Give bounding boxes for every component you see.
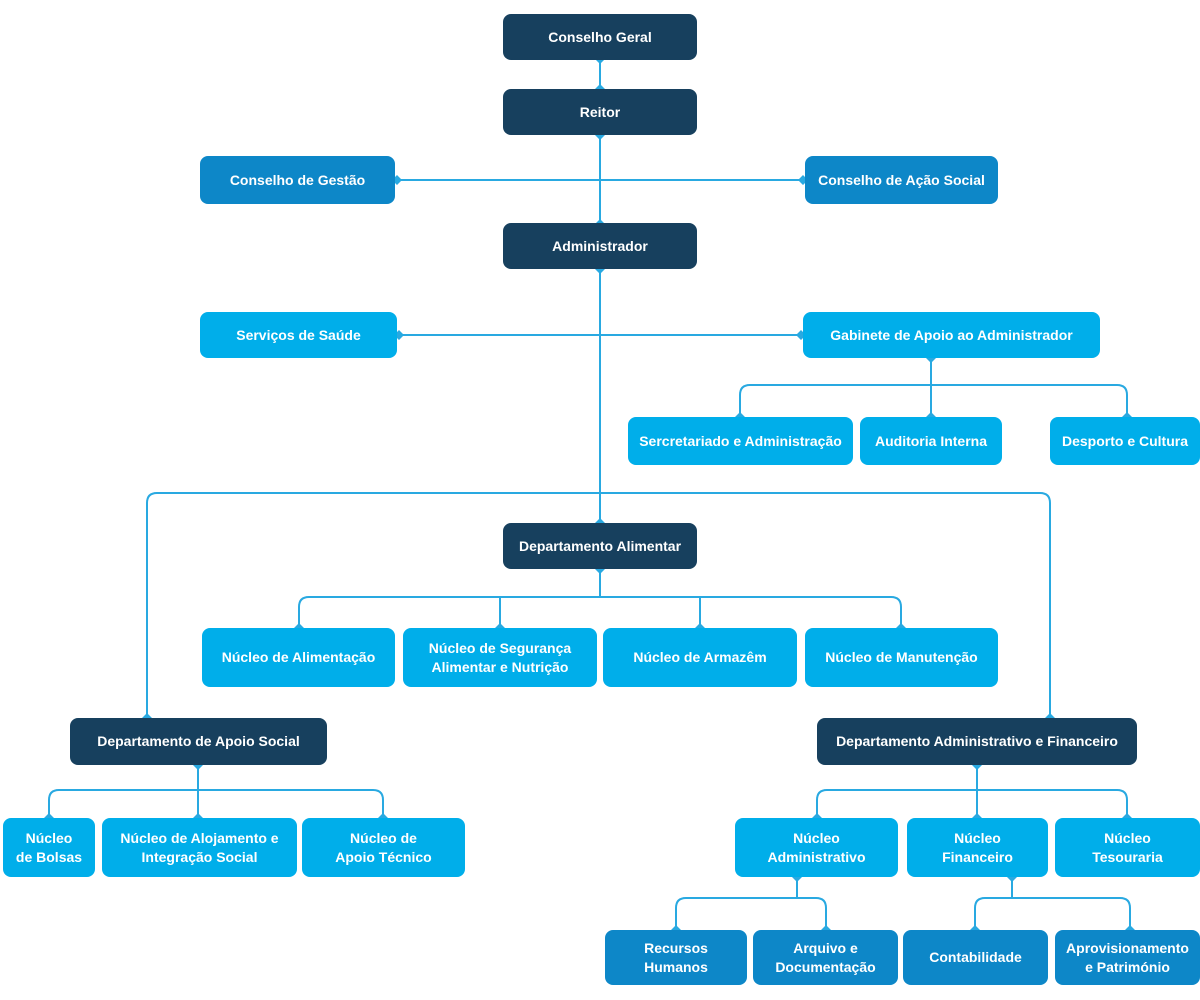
node-conselho-geral: Conselho Geral [503, 14, 697, 60]
node-nucleo-de-armazem: Núcleo de Armazêm [603, 628, 797, 687]
node-administrador: Administrador [503, 223, 697, 269]
node-auditoria-interna: Auditoria Interna [860, 417, 1002, 465]
node-departamento-administrativo-e-financeiro: Departamento Administrativo e Financeiro [817, 718, 1137, 765]
node-departamento-de-apoio-social: Departamento de Apoio Social [70, 718, 327, 765]
node-nucleo-administrativo: Núcleo Administrativo [735, 818, 898, 877]
node-gabinete-de-apoio: Gabinete de Apoio ao Administrador [803, 312, 1100, 358]
node-departamento-alimentar: Departamento Alimentar [503, 523, 697, 569]
node-secretariado-e-administracao: Sercretariado e Administração [628, 417, 853, 465]
node-nucleo-de-bolsas: Núcleo de Bolsas [3, 818, 95, 877]
node-conselho-de-gestao: Conselho de Gestão [200, 156, 395, 204]
node-arquivo-e-documentacao: Arquivo e Documentação [753, 930, 898, 985]
node-nucleo-tesouraria: Núcleo Tesouraria [1055, 818, 1200, 877]
node-nucleo-de-apoio-tecnico: Núcleo de Apoio Técnico [302, 818, 465, 877]
node-nucleo-de-alimentacao: Núcleo de Alimentação [202, 628, 395, 687]
node-conselho-de-acao-social: Conselho de Ação Social [805, 156, 998, 204]
node-aprovisionamento-e-patrimonio: Aprovisionamento e Património [1055, 930, 1200, 985]
node-nucleo-de-manutencao: Núcleo de Manutenção [805, 628, 998, 687]
node-desporto-e-cultura: Desporto e Cultura [1050, 417, 1200, 465]
node-nucleo-financeiro: Núcleo Financeiro [907, 818, 1048, 877]
node-recursos-humanos: Recursos Humanos [605, 930, 747, 985]
connector-path [48, 59, 1131, 930]
node-contabilidade: Contabilidade [903, 930, 1048, 985]
node-nucleo-de-seguranca-alimentar: Núcleo de Segurança Alimentar e Nutrição [403, 628, 597, 687]
node-servicos-de-saude: Serviços de Saúde [200, 312, 397, 358]
node-reitor: Reitor [503, 89, 697, 135]
node-nucleo-de-alojamento: Núcleo de Alojamento e Integração Social [102, 818, 297, 877]
